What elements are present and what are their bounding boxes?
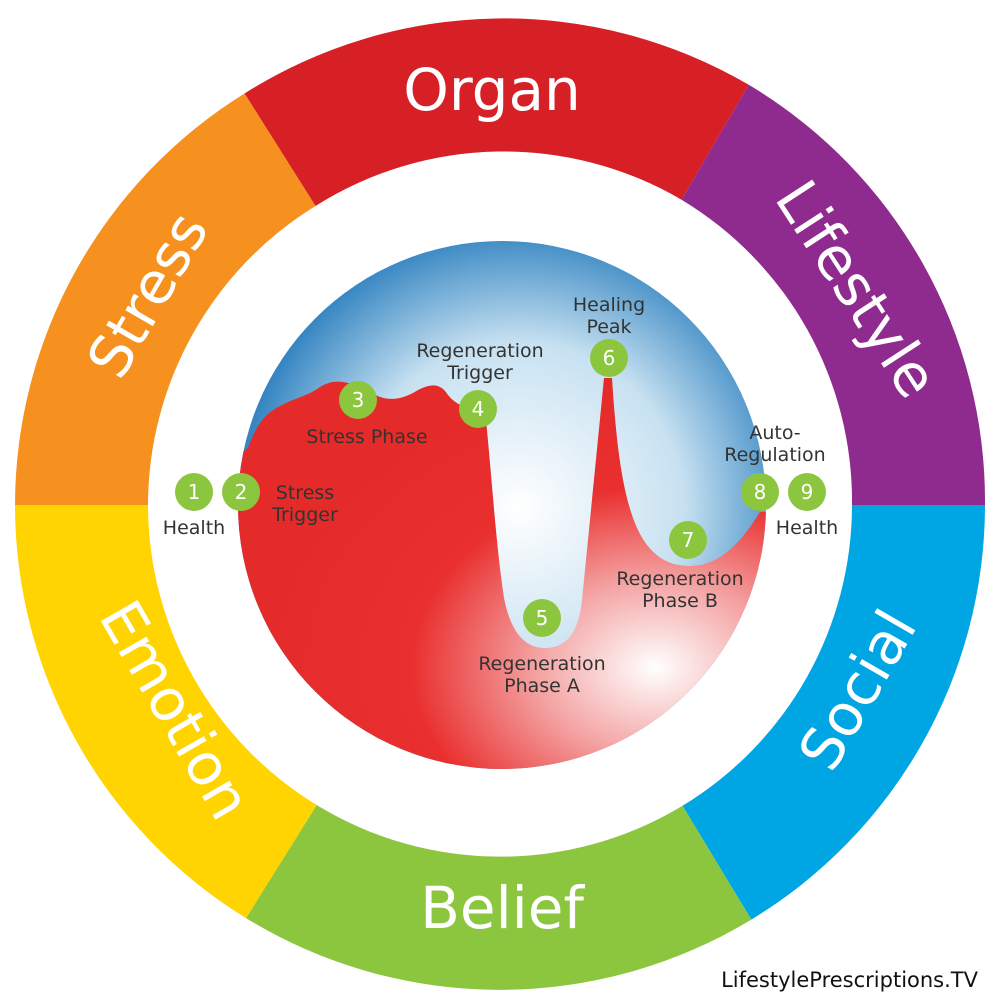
step-badge-circle xyxy=(741,473,779,511)
outer-ring xyxy=(15,18,986,990)
step-badge-9: 9 xyxy=(788,473,826,511)
step-badge-7: 7 xyxy=(669,521,707,559)
step-label-8: Auto-Regulation xyxy=(724,422,825,466)
belief-segment xyxy=(246,805,752,990)
step-badge-circle xyxy=(788,473,826,511)
step-badge-4: 4 xyxy=(459,390,497,428)
step-badge-circle xyxy=(175,473,213,511)
step-label-line: Regeneration xyxy=(416,340,543,362)
step-badge-6: 6 xyxy=(590,339,628,377)
step-badge-circle xyxy=(590,339,628,377)
segment-label-belief: Belief xyxy=(420,874,585,942)
step-number: 8 xyxy=(754,480,767,504)
step-label-line: Trigger xyxy=(271,504,338,526)
step-number: 2 xyxy=(235,480,248,504)
organ-segment xyxy=(244,18,749,206)
step-number: 7 xyxy=(682,528,695,552)
step-number: 3 xyxy=(352,388,365,412)
step-label-line: Peak xyxy=(586,316,631,338)
step-number: 4 xyxy=(472,397,485,421)
step-label-line: Auto- xyxy=(749,422,800,444)
step-badge-8: 8 xyxy=(741,473,779,511)
step-number: 6 xyxy=(603,346,616,370)
stress-segment xyxy=(15,93,316,505)
step-label-9: Health xyxy=(776,517,838,539)
step-label-line: Stress xyxy=(276,482,334,504)
step-badge-circle xyxy=(523,599,561,637)
step-label-3: Stress Phase xyxy=(306,426,427,448)
step-label-line: Stress Phase xyxy=(306,426,427,448)
step-badge-circle xyxy=(459,390,497,428)
step-label-line: Regulation xyxy=(724,444,825,466)
step-number: 1 xyxy=(188,480,201,504)
stress-phase-area xyxy=(238,378,766,769)
step-label-line: Regeneration xyxy=(478,653,605,675)
step-label-line: Healing xyxy=(573,294,645,316)
step-badge-2: 2 xyxy=(222,473,260,511)
step-label-line: Health xyxy=(776,517,838,539)
inner-circle xyxy=(238,241,766,769)
step-label-line: Phase A xyxy=(504,675,580,697)
step-badge-3: 3 xyxy=(339,381,377,419)
emotion-segment xyxy=(15,505,317,919)
step-label-line: Phase B xyxy=(642,590,718,612)
segment-label-organ: Organ xyxy=(403,56,581,124)
step-label-1: Health xyxy=(163,517,225,539)
step-number: 9 xyxy=(801,480,814,504)
phase-steps: 1 2 3 4 5 6 7 8 9 xyxy=(175,339,826,637)
lifestyle-segment xyxy=(681,84,986,506)
step-badge-1: 1 xyxy=(175,473,213,511)
step-badge-circle xyxy=(339,381,377,419)
step-label-line: Trigger xyxy=(446,362,513,384)
step-badge-circle xyxy=(222,473,260,511)
step-number: 5 xyxy=(536,606,549,630)
social-segment xyxy=(682,505,985,920)
step-badge-circle xyxy=(669,521,707,559)
step-badge-5: 5 xyxy=(523,599,561,637)
site-credit: LifestylePrescriptions.TV xyxy=(721,968,978,992)
step-label-line: Regeneration xyxy=(616,568,743,590)
step-label-line: Health xyxy=(163,517,225,539)
